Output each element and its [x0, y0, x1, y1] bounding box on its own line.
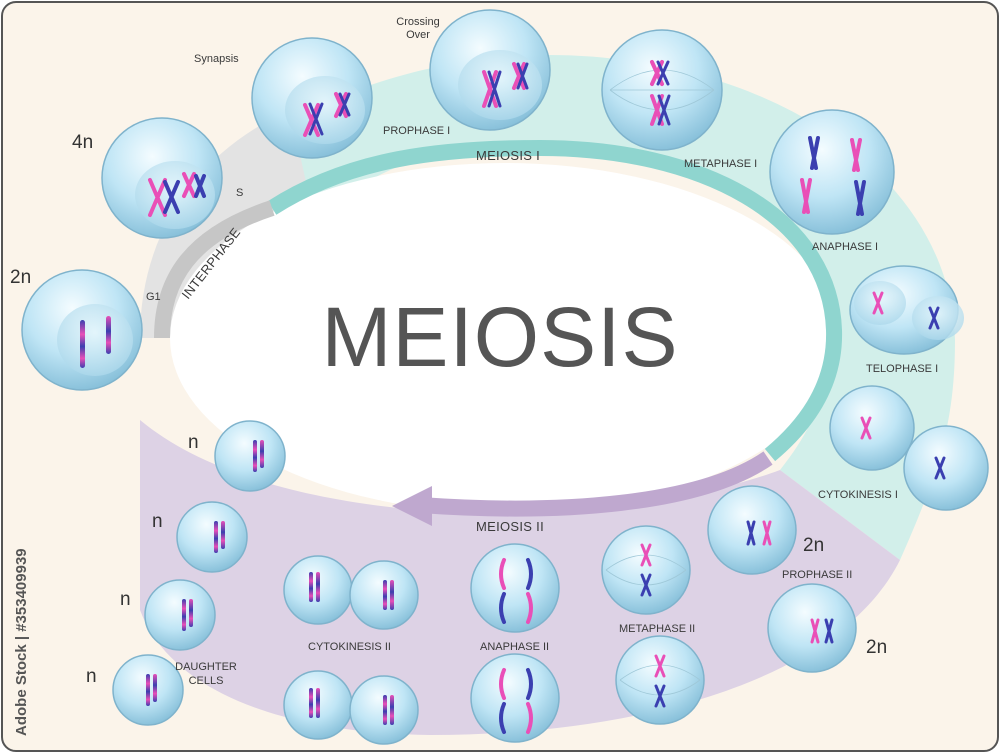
label-prophase1: PROPHASE I [383, 125, 450, 137]
label-daughter-cells-line2: CELLS [189, 675, 224, 687]
interphase-arrow [154, 200, 275, 339]
label-telophase1: TELOPHASE I [866, 363, 938, 375]
cell-g1 [21, 269, 143, 391]
cell-metaphase2-top [601, 525, 691, 615]
cell-daughter-1 [214, 420, 286, 492]
ploidy-prophase2-top: 2n [803, 535, 824, 556]
cell-anaphase1 [769, 109, 895, 235]
cell-cytokinesis2-top [283, 555, 419, 630]
cell-telophase1 [849, 265, 964, 355]
page-title: MEIOSIS [321, 290, 678, 384]
label-anaphase2: ANAPHASE II [480, 641, 549, 653]
cell-crossing-over [429, 9, 551, 131]
cell-prophase2-bottom [767, 583, 857, 673]
ploidy-daughter4: n [86, 666, 97, 687]
ploidy-daughter1: n [188, 432, 199, 453]
cell-synapsis [251, 37, 373, 159]
ploidy-daughter3: n [120, 589, 131, 610]
ploidy-g1: 2n [10, 267, 31, 288]
label-crossing-over-line2: Over [406, 29, 430, 41]
cell-daughter-4 [112, 654, 184, 726]
meiosis1-band-label: MEIOSIS I [476, 148, 540, 163]
meiosis2-band-label: MEIOSIS II [476, 519, 544, 534]
center-ellipse [170, 163, 840, 513]
label-daughter-cells-line1: DAUGHTER [175, 661, 237, 673]
cell-metaphase1 [601, 29, 723, 151]
ploidy-s: 4n [72, 132, 93, 153]
ploidy-daughter2: n [152, 511, 163, 532]
label-crossing-over-line1: Crossing [396, 16, 439, 28]
cell-cytokinesis1 [829, 385, 989, 511]
cell-daughter-3 [144, 579, 216, 651]
label-g1: G1 [146, 291, 161, 303]
ploidy-prophase2-bottom: 2n [866, 637, 887, 658]
cell-daughter-2 [176, 501, 248, 573]
label-cytokinesis2: CYTOKINESIS II [308, 641, 391, 653]
cell-s [101, 117, 223, 239]
label-cytokinesis1: CYTOKINESIS I [818, 489, 898, 501]
label-metaphase1: METAPHASE I [684, 158, 757, 170]
cell-metaphase2-bottom [615, 635, 705, 725]
label-anaphase1: ANAPHASE I [812, 241, 878, 253]
meiosis2-arrow [419, 451, 773, 517]
stock-watermark: Adobe Stock | #353409939 [13, 548, 30, 736]
label-synapsis: Synapsis [194, 53, 239, 65]
label-s: S [236, 187, 243, 199]
cell-prophase2-top [707, 485, 797, 575]
meiosis1-arrow [267, 139, 843, 462]
label-prophase2: PROPHASE II [782, 569, 852, 581]
meiosis2-arrowhead [392, 486, 432, 526]
cell-cytokinesis2-bottom [283, 670, 419, 745]
cell-anaphase2-top [470, 543, 560, 633]
cell-anaphase2-bottom [470, 653, 560, 743]
label-metaphase2: METAPHASE II [619, 623, 695, 635]
